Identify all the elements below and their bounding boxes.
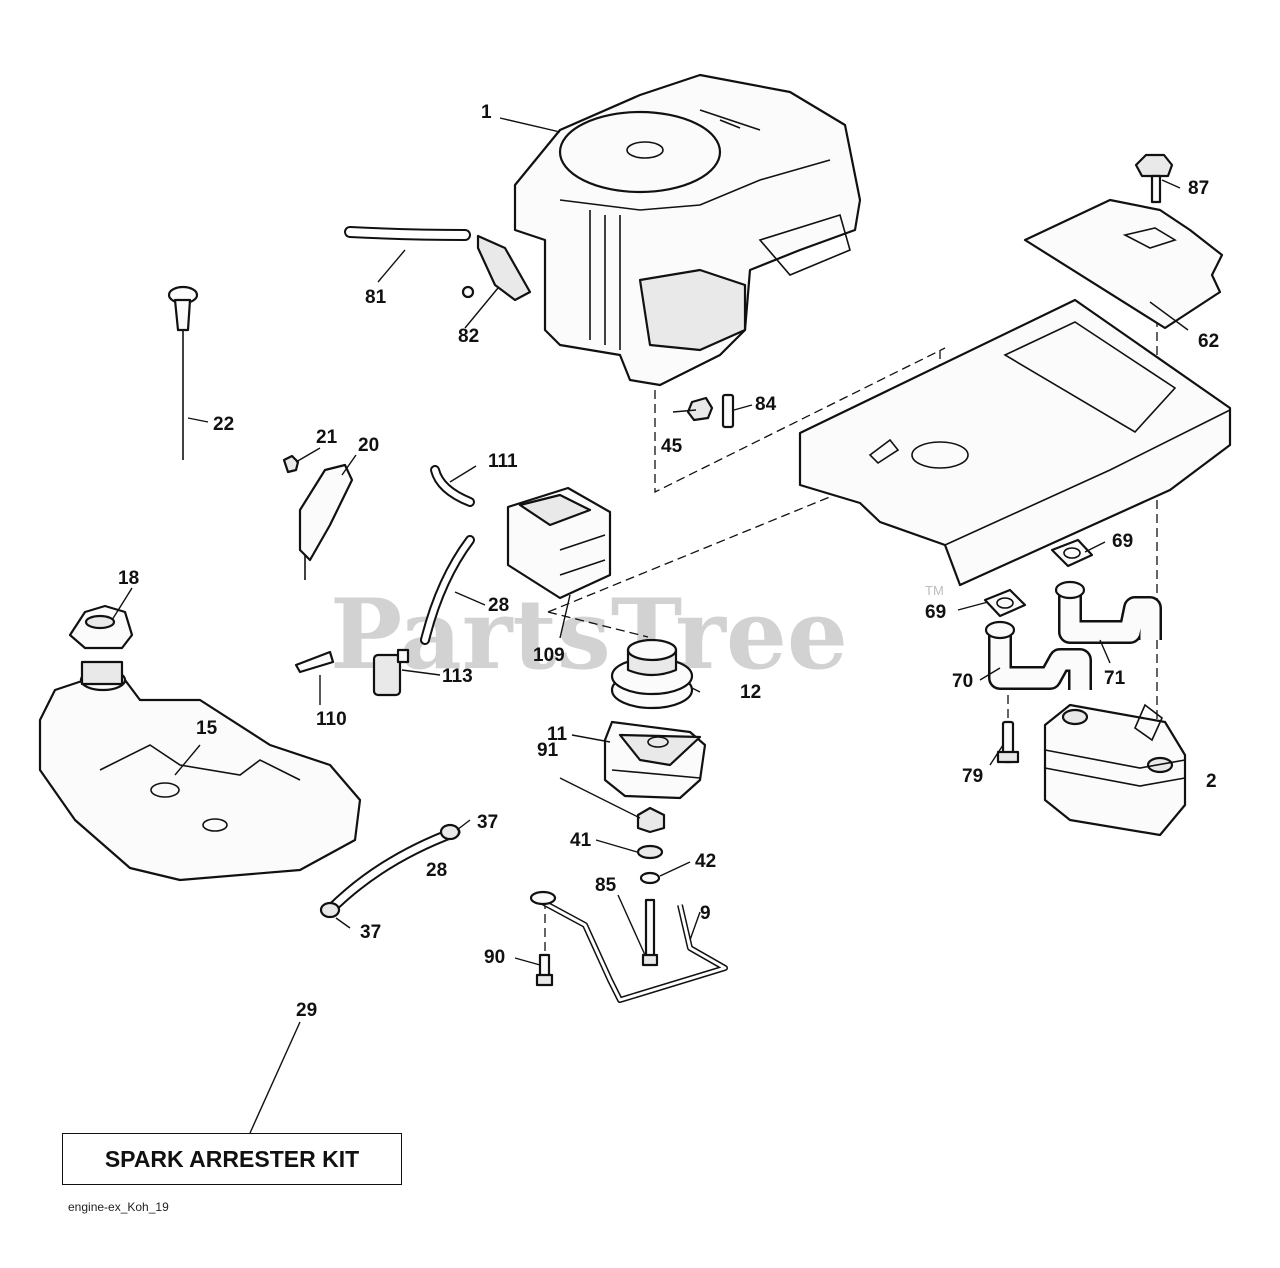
connector-110: [294, 650, 335, 674]
muffler-2: [1043, 703, 1187, 837]
bolt-90: [535, 953, 554, 987]
bolt-84: [721, 393, 735, 429]
exhaust-pipe-71: [1054, 580, 1162, 644]
callout-70: 70: [952, 671, 973, 692]
callout-79: 79: [962, 766, 983, 787]
fuel-fitting-82: [461, 234, 532, 302]
callout-62: 62: [1198, 331, 1219, 352]
knob-87: [1134, 153, 1174, 204]
callout-84: 84: [755, 394, 777, 415]
hose-111: [430, 465, 475, 507]
washer-41: [636, 844, 664, 860]
callout-15: 15: [196, 718, 218, 739]
gasket-69-upper: [1050, 538, 1094, 568]
fuel-tank-15: [38, 660, 362, 882]
callout-110: 110: [316, 709, 347, 730]
fuel-filter-113: [372, 648, 410, 697]
fuel-cap-18: [68, 604, 134, 650]
callout-9: 9: [700, 903, 711, 924]
clutch-11: [603, 720, 707, 800]
callout-12: 12: [740, 682, 761, 703]
callout-45: 45: [661, 436, 683, 457]
callout-41: 41: [570, 830, 592, 851]
callout-37-upper: 37: [477, 812, 498, 833]
watermark-tm: TM: [925, 583, 944, 598]
callout-81: 81: [365, 287, 387, 308]
fuel-pump-109: [506, 486, 612, 600]
callout-91: 91: [537, 740, 559, 761]
hub-91: [636, 806, 666, 834]
clamp-37-upper: [439, 823, 461, 841]
callout-28-upper: 28: [488, 595, 509, 616]
callout-11: 11: [547, 724, 568, 745]
diagram-reference: engine-ex_Koh_19: [68, 1200, 169, 1214]
callout-90: 90: [484, 947, 505, 968]
clamp-37-lower: [319, 901, 341, 919]
callout-82: 82: [458, 326, 479, 347]
leader-lines: [111, 117, 1189, 1134]
nut-45: [686, 396, 714, 422]
callout-18: 18: [118, 568, 139, 589]
callout-28-lower: 28: [426, 860, 447, 881]
bolt-79: [996, 720, 1020, 764]
engine-part: [513, 73, 862, 387]
throttle-control-20: [298, 463, 354, 580]
screw-21: [282, 454, 300, 474]
fuel-line-81: [344, 226, 471, 241]
callout-29: 29: [296, 1000, 317, 1021]
callout-1: 1: [481, 102, 492, 123]
bracket-9: [529, 890, 728, 1003]
callout-85: 85: [595, 875, 617, 896]
callout-111: 111: [488, 451, 518, 472]
exhaust-pipe-70: [984, 620, 1092, 690]
callout-20: 20: [358, 435, 379, 456]
gasket-69-lower: [983, 588, 1027, 618]
shield-62: [1023, 198, 1224, 330]
pulley-12: [610, 638, 694, 710]
callout-87: 87: [1188, 178, 1209, 199]
callout-113: 113: [442, 666, 473, 687]
bolt-85: [641, 898, 659, 967]
hose-28-lower: [324, 826, 461, 916]
callout-22: 22: [213, 414, 234, 435]
hose-28-upper: [420, 535, 475, 645]
callout-37-lower: 37: [360, 922, 381, 943]
callout-69-lower: 69: [925, 602, 946, 623]
nut-42: [639, 871, 661, 885]
callout-21: 21: [316, 427, 338, 448]
callout-69-upper: 69: [1112, 531, 1133, 552]
callout-71: 71: [1104, 668, 1126, 689]
callout-2: 2: [1206, 771, 1217, 792]
callout-42: 42: [695, 851, 716, 872]
chassis-plate: [798, 298, 1232, 587]
callout-109: 109: [533, 645, 565, 666]
bolt-22: [167, 285, 199, 460]
spark-arrester-kit-label: SPARK ARRESTER KIT: [62, 1133, 402, 1185]
